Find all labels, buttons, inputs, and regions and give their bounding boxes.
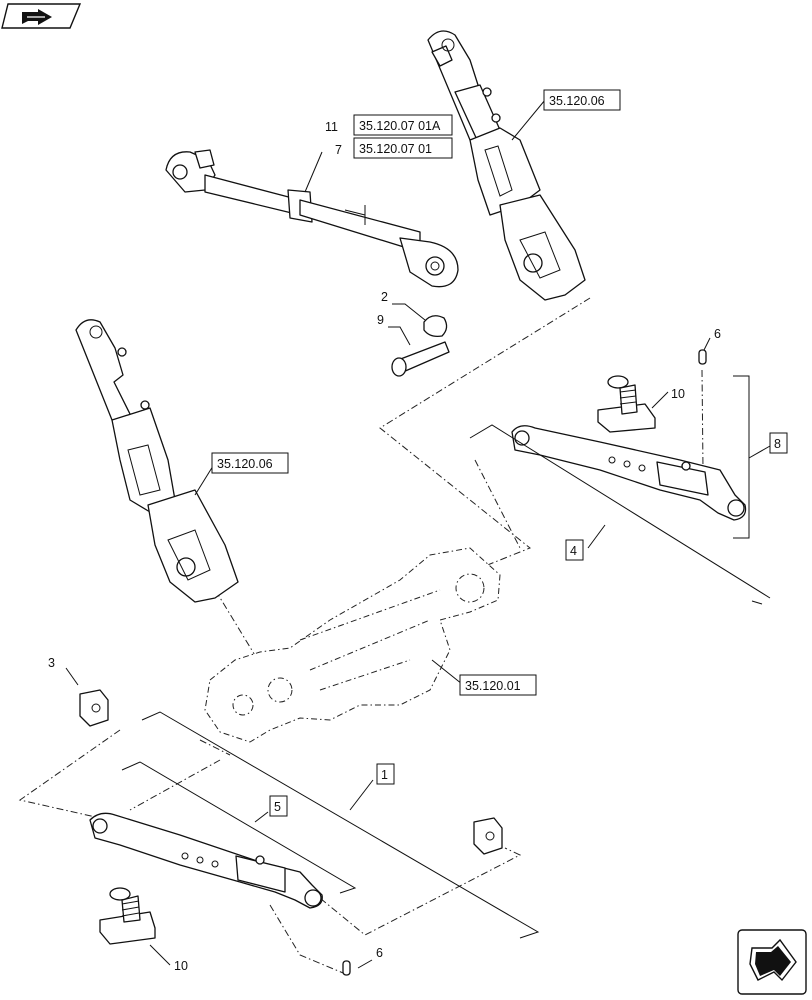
- next-page-nav-icon[interactable]: [737, 929, 807, 995]
- group-brackets: [121, 375, 771, 939]
- lower-link-right: [511, 425, 747, 521]
- pin-and-clip: [391, 315, 450, 377]
- leader-lines: [65, 99, 771, 969]
- callout-5[interactable]: 5: [274, 800, 281, 814]
- reference-labels: 35.120.07 01A 35.120.07 01 35.120.06 35.…: [211, 89, 621, 696]
- clip-left: [79, 689, 109, 727]
- ref-top-link-a[interactable]: 35.120.07 01A: [359, 119, 441, 133]
- pin-lower-6: [342, 960, 351, 976]
- top-link: [165, 149, 459, 288]
- lift-rod-upper-left: [75, 319, 239, 603]
- check-chain-pin-lower: [99, 887, 156, 945]
- prev-page-nav-icon[interactable]: [1, 3, 82, 29]
- callout-9[interactable]: 9: [377, 313, 384, 327]
- clip-right: [473, 817, 503, 855]
- lift-housing-ghost: [204, 547, 501, 743]
- ref-lift-rod-right[interactable]: 35.120.06: [549, 94, 605, 108]
- callout-10-lower[interactable]: 10: [174, 959, 188, 973]
- callout-3[interactable]: 3: [48, 656, 55, 670]
- ref-housing[interactable]: 35.120.01: [465, 679, 521, 693]
- lower-link-left: [89, 812, 323, 909]
- callout-11[interactable]: 11: [325, 120, 338, 134]
- pin-upper-6: [698, 349, 707, 365]
- callout-2[interactable]: 2: [381, 290, 388, 304]
- callout-7[interactable]: 7: [335, 143, 342, 157]
- callout-10-upper[interactable]: 10: [671, 387, 685, 401]
- callouts: 2 9 6 10 3 10 6 11 7 8 4 1 5: [48, 120, 788, 973]
- callout-8[interactable]: 8: [774, 437, 781, 451]
- check-chain-pin-upper: [597, 375, 656, 433]
- callout-6-upper[interactable]: 6: [714, 327, 721, 341]
- ref-top-link[interactable]: 35.120.07 01: [359, 142, 432, 156]
- lift-rod-upper-right: [427, 30, 586, 301]
- ref-lift-rod-left[interactable]: 35.120.06: [217, 457, 273, 471]
- callout-4[interactable]: 4: [570, 544, 577, 558]
- callout-1[interactable]: 1: [381, 768, 388, 782]
- callout-6-lower[interactable]: 6: [376, 946, 383, 960]
